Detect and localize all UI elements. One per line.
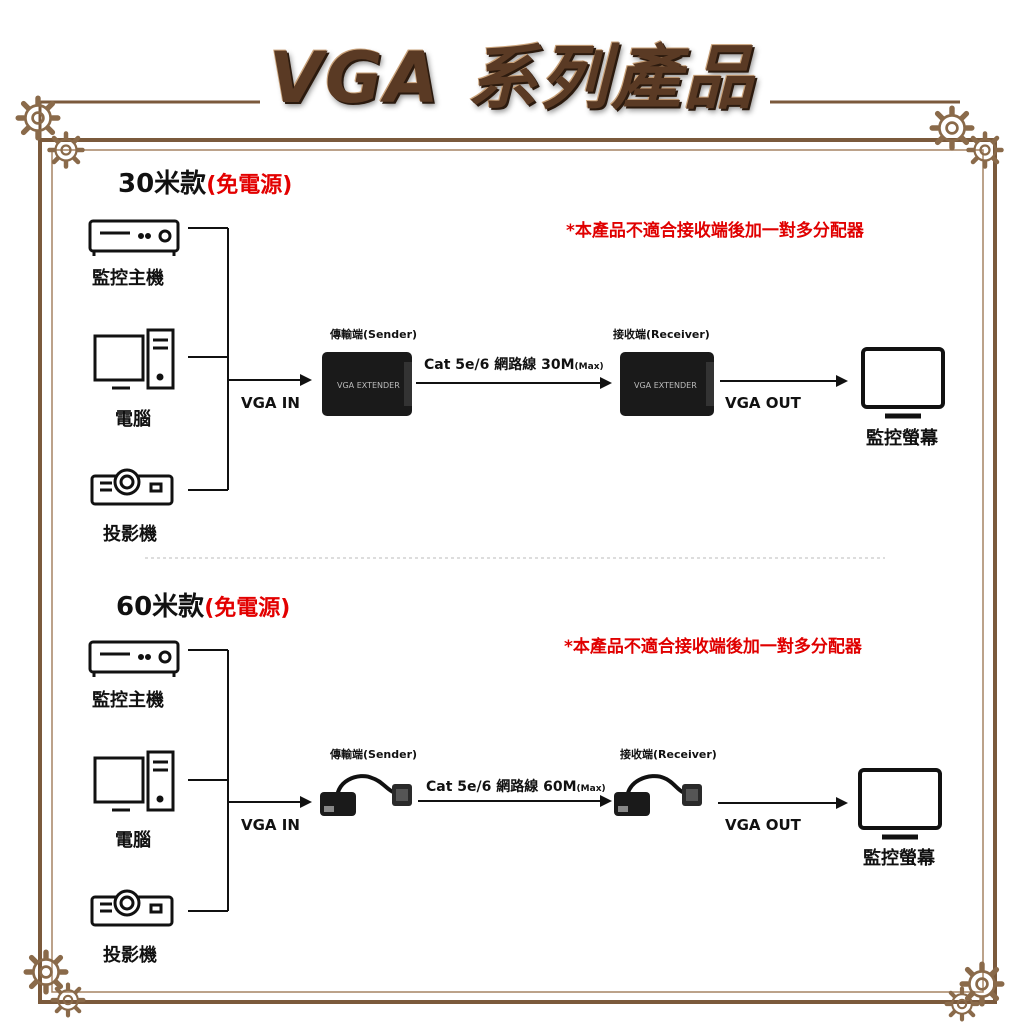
receiver-dongle	[614, 774, 702, 816]
vga-in-label: VGA IN	[241, 394, 300, 412]
monitor-icon	[861, 347, 945, 419]
sender-device	[322, 352, 412, 416]
sender-label: 傳輸端(Sender)	[330, 328, 418, 341]
computer-label: 電腦	[115, 830, 151, 851]
sender-dongle	[320, 774, 412, 816]
cable-label: Cat 5e/6 網路線 60M(Max)	[426, 779, 606, 795]
dvr-icon	[88, 640, 180, 677]
receiver-label: 接收端(Receiver)	[613, 328, 710, 341]
distributor-warning-60m: *本產品不適合接收端後加一對多分配器	[564, 637, 862, 657]
vga-out-arrow	[720, 375, 848, 387]
source-connector	[188, 227, 312, 491]
receiver-device	[620, 352, 714, 416]
projector-icon	[90, 468, 174, 506]
projector-label: 投影機	[103, 945, 157, 966]
distributor-warning-30m: *本產品不適合接收端後加一對多分配器	[566, 221, 864, 241]
vga-in-label: VGA IN	[241, 816, 300, 834]
vga-out-arrow	[718, 797, 848, 809]
power-note-60m: (免電源)	[204, 596, 291, 621]
section-title-60m: 60米款(免電源)	[116, 592, 291, 622]
computer-label: 電腦	[115, 409, 151, 430]
sender-device-text: VGA EXTENDER	[337, 381, 400, 390]
cable-line	[418, 795, 612, 807]
vga-out-label: VGA OUT	[725, 816, 801, 834]
section-title-30m: 30米款(免電源)	[118, 169, 293, 199]
projector-icon	[90, 889, 174, 927]
monitor-label: 監控螢幕	[866, 428, 938, 449]
power-note-30m: (免電源)	[206, 173, 293, 198]
monitor-icon	[858, 768, 942, 840]
inner-frame	[51, 149, 984, 993]
computer-icon	[93, 328, 175, 390]
computer-icon	[93, 750, 175, 812]
vga-out-label: VGA OUT	[725, 394, 801, 412]
outer-frame	[38, 138, 997, 1004]
page-title: VGA 系列產品	[268, 37, 756, 119]
monitor-label: 監控螢幕	[863, 848, 935, 869]
dvr-label: 監控主機	[92, 690, 164, 711]
receiver-label: 接收端(Receiver)	[620, 748, 717, 761]
receiver-device-text: VGA EXTENDER	[634, 381, 697, 390]
sender-label: 傳輸端(Sender)	[330, 748, 418, 761]
cable-line	[416, 377, 612, 389]
projector-label: 投影機	[103, 524, 157, 545]
source-connector	[188, 649, 312, 912]
dvr-icon	[88, 219, 180, 256]
cable-label: Cat 5e/6 網路線 30M(Max)	[424, 357, 604, 373]
dvr-label: 監控主機	[92, 268, 164, 289]
